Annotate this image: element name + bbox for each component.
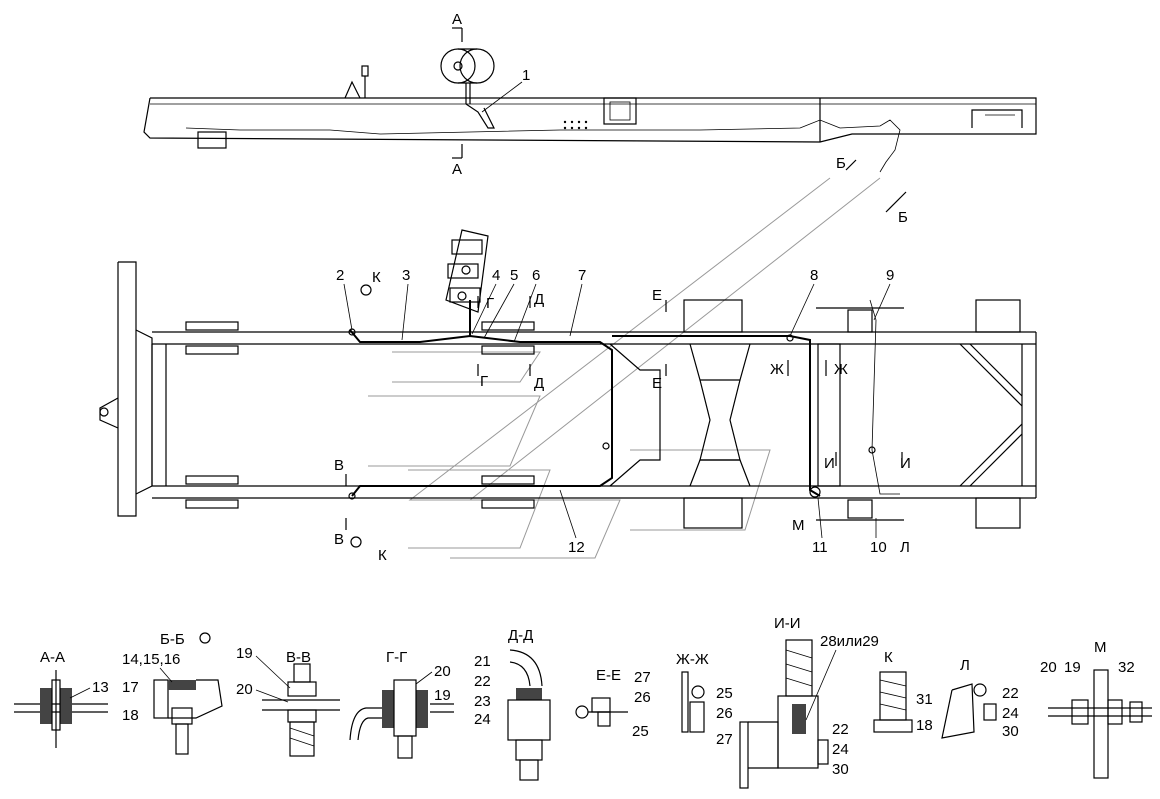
marker-zh-right: Ж: [834, 361, 848, 378]
marker-e-bottom: Е: [652, 375, 662, 392]
section-vv: В-В 19 20: [236, 645, 340, 757]
section-dd-title: Д-Д: [508, 627, 533, 644]
gg-label-20: 20: [434, 663, 451, 680]
section-bb: Б-Б 14,15,16 17 18: [122, 631, 223, 755]
bb-label-14: 14,15,16: [122, 651, 180, 668]
section-aa: А-А 13: [14, 649, 109, 748]
section-gg: Г-Г 20 19: [349, 649, 454, 759]
ii-label-24: 24: [832, 741, 849, 758]
ghost-arrows: [368, 177, 881, 559]
marker-a-top: А: [452, 11, 462, 28]
section-aa-title: А-А: [40, 649, 65, 666]
callout-1: 1: [522, 67, 530, 84]
callout-8: 8: [810, 267, 818, 284]
callout-7: 7: [578, 267, 586, 284]
section-m-title: М: [1094, 639, 1107, 656]
section-ee-title: Е-Е: [596, 667, 621, 684]
bb-label-17: 17: [122, 679, 139, 696]
zhzh-label-26: 26: [716, 705, 733, 722]
marker-zh-left: Ж: [770, 361, 784, 378]
section-k: К 31 18: [873, 649, 933, 734]
section-vv-title: В-В: [286, 649, 311, 666]
marker-k-top: К: [372, 269, 381, 286]
k-label-31: 31: [916, 691, 933, 708]
l-label-24: 24: [1002, 705, 1019, 722]
marker-i-right: И: [900, 455, 911, 472]
section-dd: Д-Д 21 22 23 24: [474, 627, 551, 781]
marker-b-2: Б: [898, 209, 908, 226]
callout-3: 3: [402, 267, 410, 284]
vv-label-19: 19: [236, 645, 253, 662]
side-view: А А 1 Б Б: [143, 11, 1037, 226]
marker-l: Л: [900, 539, 910, 556]
zhzh-label-25: 25: [716, 685, 733, 702]
section-k-title: К: [884, 649, 893, 666]
callout-12: 12: [568, 539, 585, 556]
ee-label-26: 26: [634, 689, 651, 706]
zhzh-label-27: 27: [716, 731, 733, 748]
plan-view: [99, 229, 1037, 548]
ii-label-30: 30: [832, 761, 849, 778]
callout-10: 10: [870, 539, 887, 556]
marker-k-bottom: К: [378, 547, 387, 564]
callout-5: 5: [510, 267, 518, 284]
callout-2: 2: [336, 267, 344, 284]
ee-label-27: 27: [634, 669, 651, 686]
m-label-19: 19: [1064, 659, 1081, 676]
marker-d-top: Д: [534, 291, 544, 308]
section-l: Л 22 24 30: [941, 657, 1019, 740]
ii-label-28: 28или29: [820, 633, 879, 650]
m-label-20: 20: [1040, 659, 1057, 676]
gg-label-19: 19: [434, 687, 451, 704]
callout-11: 11: [812, 539, 828, 556]
k-label-18: 18: [916, 717, 933, 734]
m-label-32: 32: [1118, 659, 1135, 676]
dd-label-21: 21: [474, 653, 491, 670]
callout-6: 6: [532, 267, 540, 284]
marker-g-bottom: Г: [480, 373, 488, 390]
section-l-title: Л: [960, 657, 970, 674]
callout-4: 4: [492, 267, 500, 284]
brake-valve-assembly: [445, 229, 489, 313]
section-ii-title: И-И: [774, 615, 801, 632]
section-zhzh: Ж-Ж 25 26 27: [676, 651, 733, 748]
section-m: М 20 19 32: [1040, 639, 1152, 779]
aa-label-13: 13: [92, 679, 109, 696]
marker-g-top: Г: [486, 295, 494, 312]
vv-label-20: 20: [236, 681, 253, 698]
section-ii: И-И 28или29 22 24 30: [739, 615, 879, 789]
section-bb-title: Б-Б: [160, 631, 185, 648]
dd-label-22: 22: [474, 673, 491, 690]
dd-label-23: 23: [474, 693, 491, 710]
marker-e-top: Е: [652, 287, 662, 304]
bb-label-18: 18: [122, 707, 139, 724]
ee-label-25: 25: [632, 723, 649, 740]
marker-i-left: И: [824, 455, 835, 472]
callout-9: 9: [886, 267, 894, 284]
section-ee: Е-Е 27 26 25: [575, 667, 651, 740]
marker-a-bottom: А: [452, 161, 462, 178]
section-zhzh-title: Ж-Ж: [676, 651, 709, 668]
marker-v-bottom: В: [334, 531, 344, 548]
marker-v-top: В: [334, 457, 344, 474]
dd-label-24: 24: [474, 711, 491, 728]
l-label-30: 30: [1002, 723, 1019, 740]
ii-label-22: 22: [832, 721, 849, 738]
section-gg-title: Г-Г: [386, 649, 407, 666]
plan-callouts: 2 3 4 5 6 7 8 9 10 11 12: [336, 267, 894, 556]
marker-b-1: Б: [836, 155, 846, 172]
plan-section-markers: К К В В Г Г Д Д Е Е Ж Ж И И М Л: [334, 269, 911, 564]
marker-m: М: [792, 517, 805, 534]
marker-d-bottom: Д: [534, 375, 544, 392]
l-label-22: 22: [1002, 685, 1019, 702]
